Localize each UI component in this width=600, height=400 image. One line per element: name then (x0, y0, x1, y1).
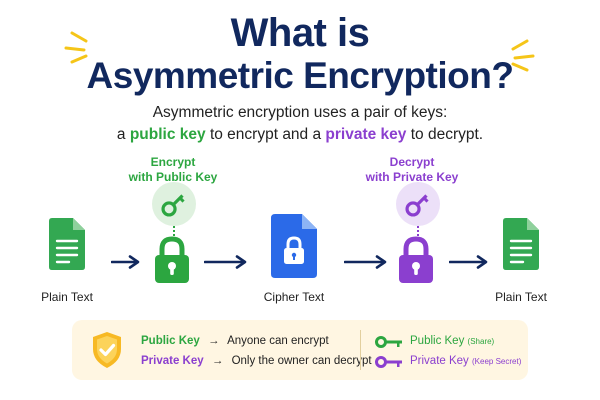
encrypt-step-label: Encrypt with Public Key (113, 155, 233, 185)
encrypt-label-line1: Encrypt (150, 155, 196, 169)
plain-text-caption-right: Plain Text (495, 290, 547, 304)
private-padlock-icon (399, 236, 433, 283)
subtitle-text: to encrypt and a (205, 126, 326, 143)
legend-divider (360, 330, 361, 370)
subtitle-public-key: public key (129, 126, 206, 143)
cipher-text-caption: Cipher Text (263, 290, 325, 304)
legend-row-private: Private Key → Only the owner can decrypt (141, 355, 372, 367)
legend-row-public: Public Key → Anyone can encrypt (141, 335, 329, 347)
legend-private-desc: Only the owner can decrypt (231, 355, 372, 367)
legend-panel (72, 320, 528, 380)
legend-private-label: Private Key (141, 355, 204, 367)
encrypt-label-line2: with Public Key (128, 170, 218, 184)
decrypt-label-line1: Decrypt (389, 155, 435, 169)
subtitle-private-key: private key (325, 126, 407, 143)
sparkle-right-icon (511, 39, 535, 72)
decrypt-step-label: Decrypt with Private Key (352, 155, 472, 185)
arrow-right-icon (111, 255, 140, 269)
private-key-icon (396, 182, 440, 226)
shield-check-icon (93, 332, 121, 368)
subtitle-line1: Asymmetric encryption uses a pair of key… (152, 104, 448, 121)
public-padlock-icon (155, 236, 189, 283)
legend-public-label: Public Key (141, 335, 200, 347)
public-key-icon (152, 182, 196, 226)
legend-key-private-note: (Keep Secret) (472, 357, 522, 366)
private-key-small-icon (375, 356, 402, 368)
legend-key-public-note: (Share) (467, 337, 495, 346)
subtitle-text: a (116, 126, 130, 143)
cipher-text-document-icon (271, 214, 317, 278)
legend-key-private-label: Private Key (410, 355, 469, 367)
legend-key-public-label: Public Key (410, 335, 465, 347)
legend-key-public: Public Key (Share) (410, 335, 494, 347)
arrow-right-icon (204, 255, 247, 269)
decrypt-label-line2: with Private Key (365, 170, 459, 184)
arrow-right-icon (344, 255, 387, 269)
plain-text-document-icon (49, 218, 85, 270)
arrow-right-icon (449, 255, 488, 269)
public-key-small-icon (375, 336, 402, 348)
legend-key-private: Private Key (Keep Secret) (410, 355, 521, 367)
page-title-line1: What is (230, 11, 370, 55)
sparkle-left-icon (64, 31, 88, 64)
plain-text-document-icon (503, 218, 539, 270)
subtitle-line2: a public key to encrypt and a private ke… (0, 124, 600, 146)
page-title-line2: Asymmetric Encryption? (86, 55, 514, 96)
legend-public-desc: Anyone can encrypt (227, 335, 329, 347)
legend-arrow: → (208, 335, 220, 347)
legend-arrow: → (211, 355, 224, 367)
subtitle-text: to decrypt. (406, 126, 484, 143)
plain-text-caption-left: Plain Text (41, 290, 93, 304)
